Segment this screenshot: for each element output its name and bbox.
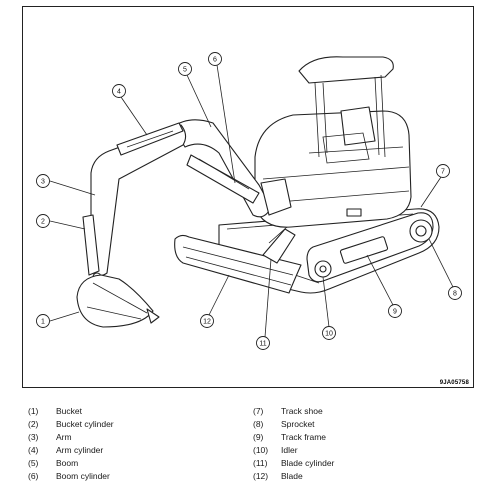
callout-2: 2 xyxy=(36,214,50,228)
callout-4: 4 xyxy=(112,84,126,98)
legend-column-right: (7) Track shoe (8) Sprocket (9) Track frame (1… xyxy=(253,405,334,483)
legend-label: Boom xyxy=(56,458,79,468)
legend-label: Idler xyxy=(281,445,298,455)
legend-item: (3) Arm xyxy=(28,431,114,444)
legend-number: (3) xyxy=(28,432,39,442)
legend-column-left: (1) Bucket (2) Bucket cylinder (3) Arm (4) Arm … xyxy=(28,405,114,483)
figure-code: 9JA05758 xyxy=(440,380,470,386)
legend-number: (7) xyxy=(253,406,264,416)
callout-7: 7 xyxy=(436,164,450,178)
legend-label: Boom cylinder xyxy=(56,471,110,481)
legend-item: (9) Track frame xyxy=(253,431,334,444)
callout-3: 3 xyxy=(36,174,50,188)
canopy-roof xyxy=(298,56,394,84)
legend-number: (2) xyxy=(28,419,39,429)
leader-lines xyxy=(49,64,454,338)
legend-item: (12) Blade xyxy=(253,470,334,483)
callout-number: 11 xyxy=(259,341,266,348)
callout-number: 12 xyxy=(203,319,211,326)
legend-item: (2) Bucket cylinder xyxy=(28,418,114,431)
legend-label: Arm cylinder xyxy=(56,445,104,455)
legend-label: Blade cylinder xyxy=(281,458,335,468)
legend-label: Track shoe xyxy=(281,406,323,416)
legend-number: (11) xyxy=(253,458,268,468)
legend-label: Bucket xyxy=(56,406,82,416)
callout-8: 8 xyxy=(448,286,462,300)
callout-number: 3 xyxy=(41,179,45,186)
arm xyxy=(82,122,187,282)
legend-item: (6) Boom cylinder xyxy=(28,470,114,483)
legend-number: (8) xyxy=(253,419,264,429)
legend-item: (1) Bucket xyxy=(28,405,114,418)
legend-number: (12) xyxy=(253,471,269,481)
callout-number: 9 xyxy=(393,309,397,316)
legend-item: (8) Sprocket xyxy=(253,418,334,431)
counterweight-badge xyxy=(346,208,362,217)
legend-number: (5) xyxy=(28,458,39,468)
legend-item: (5) Boom xyxy=(28,457,114,470)
legend-item: (10) Idler xyxy=(253,444,334,457)
callout-6: 6 xyxy=(208,52,222,66)
callout-9: 9 xyxy=(388,304,402,318)
boom-cylinder xyxy=(186,154,260,204)
legend-number: (4) xyxy=(28,445,39,455)
upper-structure xyxy=(254,56,412,228)
callout-number: 1 xyxy=(41,319,45,326)
legend-item: (11) Blade cylinder xyxy=(253,457,334,470)
callout-11: 11 xyxy=(256,336,270,350)
boom xyxy=(172,119,292,218)
callout-number: 7 xyxy=(441,169,445,176)
legend-label: Bucket cylinder xyxy=(56,419,114,429)
callout-12: 12 xyxy=(200,314,214,328)
legend-number: (1) xyxy=(28,406,39,416)
seat xyxy=(340,106,376,146)
legend-number: (6) xyxy=(28,471,39,481)
legend-label: Blade xyxy=(281,471,303,481)
legend-item: (7) Track shoe xyxy=(253,405,334,418)
callout-number: 5 xyxy=(183,67,187,74)
callout-number: 6 xyxy=(213,57,217,64)
bucket xyxy=(76,274,160,328)
callout-number: 10 xyxy=(325,331,333,338)
callout-10: 10 xyxy=(322,326,336,340)
bucket-cylinder xyxy=(82,214,100,276)
callout-number: 8 xyxy=(453,291,457,298)
blade-cylinder xyxy=(262,228,296,264)
callout-number: 2 xyxy=(41,219,45,226)
legend-label: Track frame xyxy=(281,432,327,442)
legend-label: Arm xyxy=(56,432,72,442)
legend-item: (4) Arm cylinder xyxy=(28,444,114,457)
callout-number: 4 xyxy=(117,89,121,96)
callout-1: 1 xyxy=(36,314,50,328)
legend-label: Sprocket xyxy=(281,419,315,429)
callout-5: 5 xyxy=(178,62,192,76)
parts-legend: (1) Bucket (2) Bucket cylinder (3) Arm (4) Arm … xyxy=(28,405,478,483)
track-frame-plate xyxy=(339,236,389,264)
legend-number: (10) xyxy=(253,445,269,455)
legend-number: (9) xyxy=(253,432,264,442)
